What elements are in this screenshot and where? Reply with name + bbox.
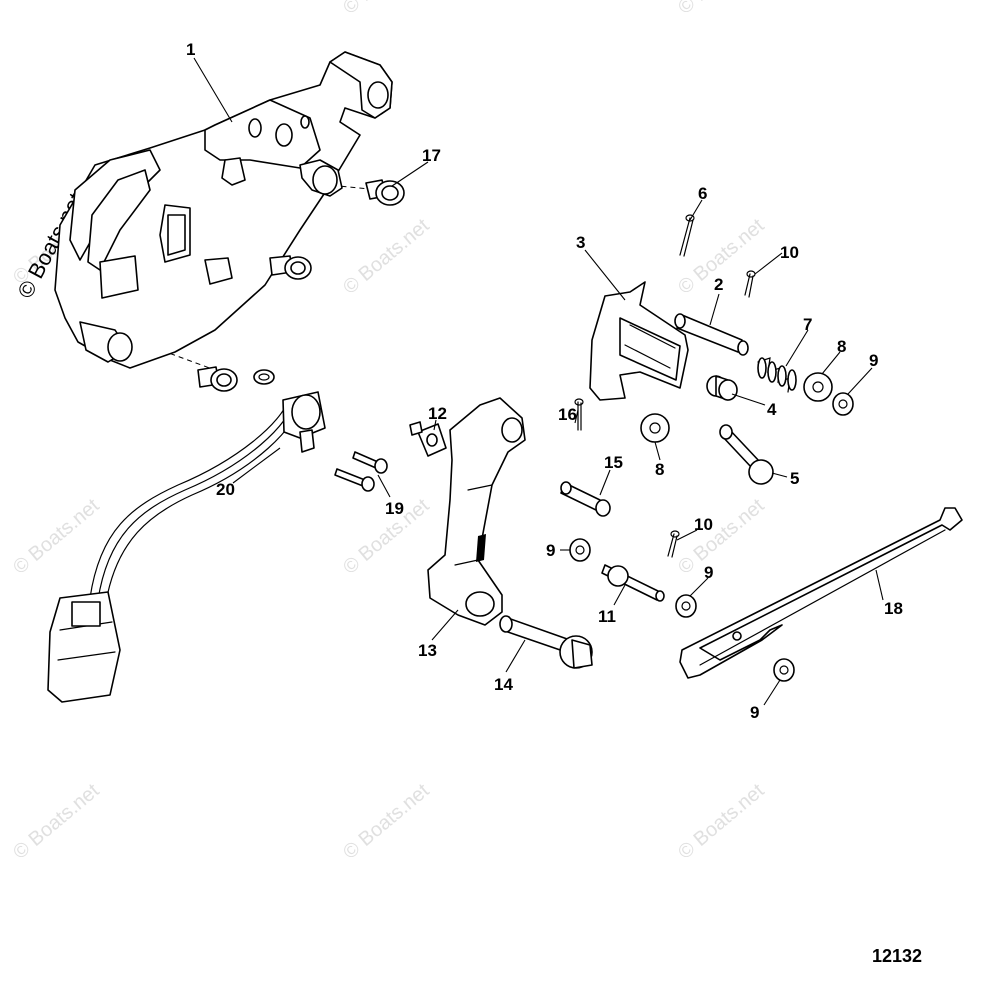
callout-7[interactable]: 7 (803, 315, 812, 334)
watermark: © Boats.net (339, 0, 434, 19)
callout-15[interactable]: 15 (604, 453, 623, 472)
part-8-washer (803, 372, 833, 402)
callout-17[interactable]: 17 (422, 146, 441, 165)
mounting-bolt (269, 255, 312, 280)
callout-9[interactable]: 9 (750, 703, 759, 722)
part-3-bracket (589, 281, 689, 401)
figure-number: 12132 (872, 946, 922, 966)
hose-clamp (253, 369, 275, 385)
callout-5[interactable]: 5 (790, 469, 799, 488)
part-20-harness (47, 391, 326, 703)
callout-9[interactable]: 9 (869, 351, 878, 370)
part-18-link-rod (679, 507, 963, 679)
callout-13[interactable]: 13 (418, 641, 437, 660)
callout-9[interactable]: 9 (704, 563, 713, 582)
mounting-bolt (197, 366, 238, 392)
leader-lines (193, 57, 884, 706)
callout-14[interactable]: 14 (494, 675, 513, 694)
watermark: © Boats.net (339, 214, 434, 298)
part-1-bracket (54, 51, 393, 369)
callout-4[interactable]: 4 (767, 400, 777, 419)
callouts: 1 2 3 4 5 6 7 8 8 9 9 9 9 10 10 11 12 13… (186, 40, 903, 722)
part-15-pin (560, 481, 611, 517)
part-10-cotter-pin (744, 270, 756, 298)
part-4-bushing (706, 375, 738, 401)
part-8-washer (640, 413, 670, 443)
callout-1[interactable]: 1 (186, 40, 195, 59)
part-9-washer (675, 594, 697, 618)
callout-18[interactable]: 18 (884, 599, 903, 618)
part-11-stud (601, 564, 665, 602)
callout-10[interactable]: 10 (780, 243, 799, 262)
watermark: © Boats.net (9, 779, 104, 863)
callout-20[interactable]: 20 (216, 480, 235, 499)
watermark: © Boats.net (674, 779, 769, 863)
part-5-bolt (719, 424, 774, 485)
part-13-lever (427, 397, 526, 626)
watermark: © Boats.net (339, 779, 434, 863)
part-10-cotter-pin (667, 530, 680, 558)
part-7-spring (757, 357, 797, 393)
callout-19[interactable]: 19 (385, 499, 404, 518)
callout-12[interactable]: 12 (428, 404, 447, 423)
part-14-bolt (499, 615, 593, 669)
part-19-screws (334, 451, 388, 492)
part-6-cotter-pin (679, 214, 695, 257)
watermark: © Boats.net (9, 494, 104, 578)
part-12-bracket (409, 421, 447, 457)
part-16-cotter-pin (574, 398, 584, 431)
callout-16[interactable]: 16 (558, 405, 577, 424)
part-17-bolt (365, 179, 405, 206)
part-9-washer (773, 658, 795, 682)
callout-9[interactable]: 9 (546, 541, 555, 560)
watermark: © Boats.net (674, 0, 769, 19)
callout-8[interactable]: 8 (655, 460, 664, 479)
callout-3[interactable]: 3 (576, 233, 585, 252)
part-2-pin (674, 313, 749, 356)
callout-10[interactable]: 10 (694, 515, 713, 534)
callout-2[interactable]: 2 (714, 275, 723, 294)
callout-11[interactable]: 11 (598, 607, 616, 626)
watermark: © Boats.net (674, 494, 769, 578)
part-9-washer (832, 392, 854, 416)
part-9-washer (569, 538, 591, 562)
callout-6[interactable]: 6 (698, 184, 707, 203)
callout-8[interactable]: 8 (837, 337, 846, 356)
